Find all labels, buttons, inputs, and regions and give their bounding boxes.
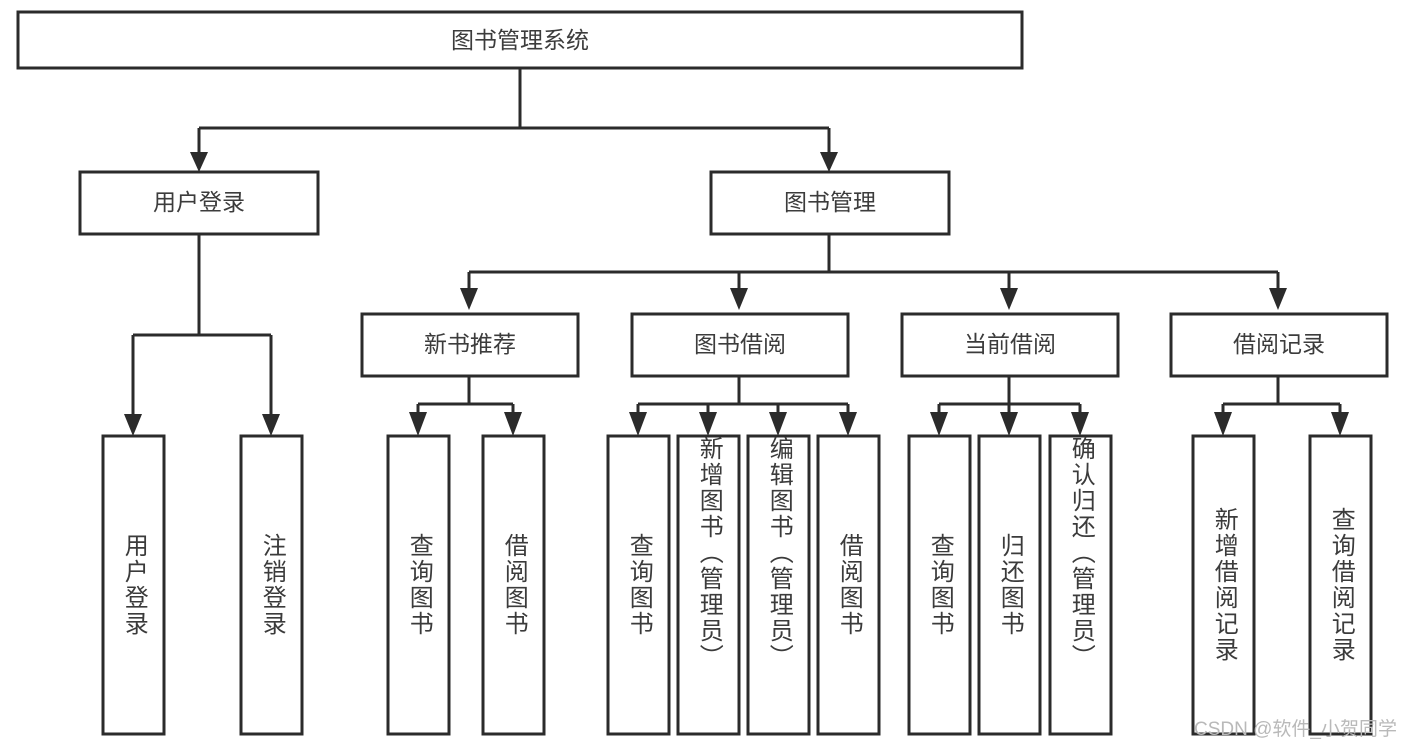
leaf-add-book-box[interactable] bbox=[676, 434, 741, 736]
leaf-borrow-book-1-box[interactable] bbox=[481, 434, 546, 736]
leaf-return-book[interactable]: 归还图书 bbox=[979, 436, 1040, 734]
leaf-query-record-label: 查询借阅记录 bbox=[1327, 507, 1355, 663]
leaf-query-book-2[interactable]: 查询图书 bbox=[608, 436, 669, 734]
arrow-bookmanage-current-borrow bbox=[1000, 288, 1018, 310]
arrow-bookmanage-borrow-record bbox=[1269, 288, 1287, 310]
arrow-currentborrow-leaf2 bbox=[1000, 412, 1018, 436]
node-current-borrow[interactable]: 当前借阅 bbox=[900, 312, 1120, 378]
leaf-return-book-label: 归还图书 bbox=[996, 533, 1024, 637]
leaf-edit-book[interactable]: 编辑图书（管理员） bbox=[748, 436, 809, 734]
leaf-query-book-3-label: 查询图书 bbox=[926, 533, 954, 637]
root-box[interactable] bbox=[16, 10, 1024, 70]
leaf-borrow-book-2-box[interactable] bbox=[816, 434, 881, 736]
borrow-record-box[interactable] bbox=[1169, 312, 1389, 378]
leaf-confirm-return[interactable]: 确认归还（管理员） bbox=[1050, 436, 1111, 734]
user-login-label: 用户登录 bbox=[153, 189, 245, 215]
csdn-watermark: CSDN @软件_小贺同学 bbox=[1194, 719, 1397, 740]
node-root[interactable]: 图书管理系统 bbox=[16, 10, 1024, 70]
arrow-newbookrec-leaf1 bbox=[409, 412, 427, 436]
leaf-borrow-book-1[interactable]: 借阅图书 bbox=[483, 436, 544, 734]
leaf-query-book-1-box[interactable] bbox=[386, 434, 451, 736]
leaf-logout-login-box[interactable] bbox=[239, 434, 304, 736]
node-book-manage[interactable]: 图书管理 bbox=[709, 170, 951, 236]
arrow-bookborrow-leaf4 bbox=[839, 412, 857, 436]
arrow-borrowrecord-leaf2 bbox=[1331, 412, 1349, 436]
book-borrow-label: 图书借阅 bbox=[694, 331, 786, 357]
arrow-borrowrecord-leaf1 bbox=[1214, 412, 1232, 436]
leaf-borrow-book-2[interactable]: 借阅图书 bbox=[818, 436, 879, 734]
arrow-bookborrow-leaf2 bbox=[699, 412, 717, 436]
leaf-query-book-3[interactable]: 查询图书 bbox=[909, 436, 970, 734]
leaf-borrow-book-2-label: 借阅图书 bbox=[835, 533, 863, 637]
leaf-query-record-box[interactable] bbox=[1308, 434, 1373, 736]
leaf-user-login[interactable]: 用户登录 bbox=[103, 436, 164, 734]
connectors bbox=[124, 68, 1349, 436]
leaf-add-book-label: 新增图书（管理员） bbox=[695, 436, 723, 670]
node-book-borrow[interactable]: 图书借阅 bbox=[630, 312, 850, 378]
leaf-logout-login-label: 注销登录 bbox=[258, 533, 286, 637]
leaf-return-book-box[interactable] bbox=[977, 434, 1042, 736]
link-bookborrow-bus bbox=[636, 377, 850, 418]
borrow-record-label: 借阅记录 bbox=[1233, 331, 1325, 357]
new-book-rec-box[interactable] bbox=[360, 312, 580, 378]
arrow-newbookrec-leaf2 bbox=[504, 412, 522, 436]
current-borrow-label: 当前借阅 bbox=[964, 331, 1056, 357]
leaf-edit-book-box[interactable] bbox=[746, 434, 811, 736]
leaf-add-record-box[interactable] bbox=[1191, 434, 1256, 736]
leaf-edit-book-label: 编辑图书（管理员） bbox=[765, 436, 793, 670]
leaf-user-login-label: 用户登录 bbox=[120, 533, 148, 637]
arrow-currentborrow-leaf3 bbox=[1071, 412, 1089, 436]
current-borrow-box[interactable] bbox=[900, 312, 1120, 378]
arrow-bookmanage-new-book-rec bbox=[460, 288, 478, 310]
arrow-userlogin-leaf2 bbox=[262, 414, 280, 436]
node-new-book-rec[interactable]: 新书推荐 bbox=[360, 312, 580, 378]
leaf-add-record[interactable]: 新增借阅记录 bbox=[1193, 436, 1254, 734]
leaf-add-book[interactable]: 新增图书（管理员） bbox=[678, 436, 739, 734]
arrow-userlogin-leaf1 bbox=[124, 414, 142, 436]
arrow-root-to-book-manage bbox=[820, 152, 838, 172]
link-currentborrow-bus bbox=[937, 377, 1082, 418]
book-manage-box[interactable] bbox=[709, 170, 951, 236]
leaf-confirm-return-label: 确认归还（管理员） bbox=[1067, 436, 1095, 670]
arrow-root-to-user-login bbox=[190, 152, 208, 172]
arrow-currentborrow-leaf1 bbox=[930, 412, 948, 436]
leaf-query-book-2-box[interactable] bbox=[606, 434, 671, 736]
user-login-box[interactable] bbox=[78, 170, 320, 236]
new-book-rec-label: 新书推荐 bbox=[424, 331, 516, 357]
leaf-add-record-label: 新增借阅记录 bbox=[1210, 507, 1238, 663]
book-borrow-box[interactable] bbox=[630, 312, 850, 378]
arrow-bookborrow-leaf3 bbox=[769, 412, 787, 436]
leaf-query-record[interactable]: 查询借阅记录 bbox=[1310, 436, 1371, 734]
link-root-bus bbox=[197, 68, 831, 155]
leaf-boxes bbox=[101, 434, 1373, 736]
arrow-bookborrow-leaf1 bbox=[629, 412, 647, 436]
leaf-borrow-book-1-label: 借阅图书 bbox=[500, 533, 528, 637]
link-borrowrecord-bus bbox=[1221, 377, 1342, 418]
root-label: 图书管理系统 bbox=[451, 27, 589, 53]
node-user-login[interactable]: 用户登录 bbox=[78, 170, 320, 236]
arrow-bookmanage-book-borrow bbox=[730, 288, 748, 310]
node-borrow-record[interactable]: 借阅记录 bbox=[1169, 312, 1389, 378]
book-manage-label: 图书管理 bbox=[784, 189, 876, 215]
leaf-confirm-return-box[interactable] bbox=[1048, 434, 1113, 736]
leaf-user-login-box[interactable] bbox=[101, 434, 166, 736]
leaf-logout-login[interactable]: 注销登录 bbox=[241, 436, 302, 734]
link-bookmanage-bus bbox=[467, 233, 1280, 292]
link-newbookrec-bus bbox=[416, 377, 515, 418]
leaf-query-book-3-box[interactable] bbox=[907, 434, 972, 736]
leaf-query-book-2-label: 查询图书 bbox=[625, 533, 653, 637]
leaf-query-book-1[interactable]: 查询图书 bbox=[388, 436, 449, 734]
leaf-query-book-1-label: 查询图书 bbox=[405, 533, 433, 637]
link-userlogin-bus bbox=[131, 233, 273, 418]
